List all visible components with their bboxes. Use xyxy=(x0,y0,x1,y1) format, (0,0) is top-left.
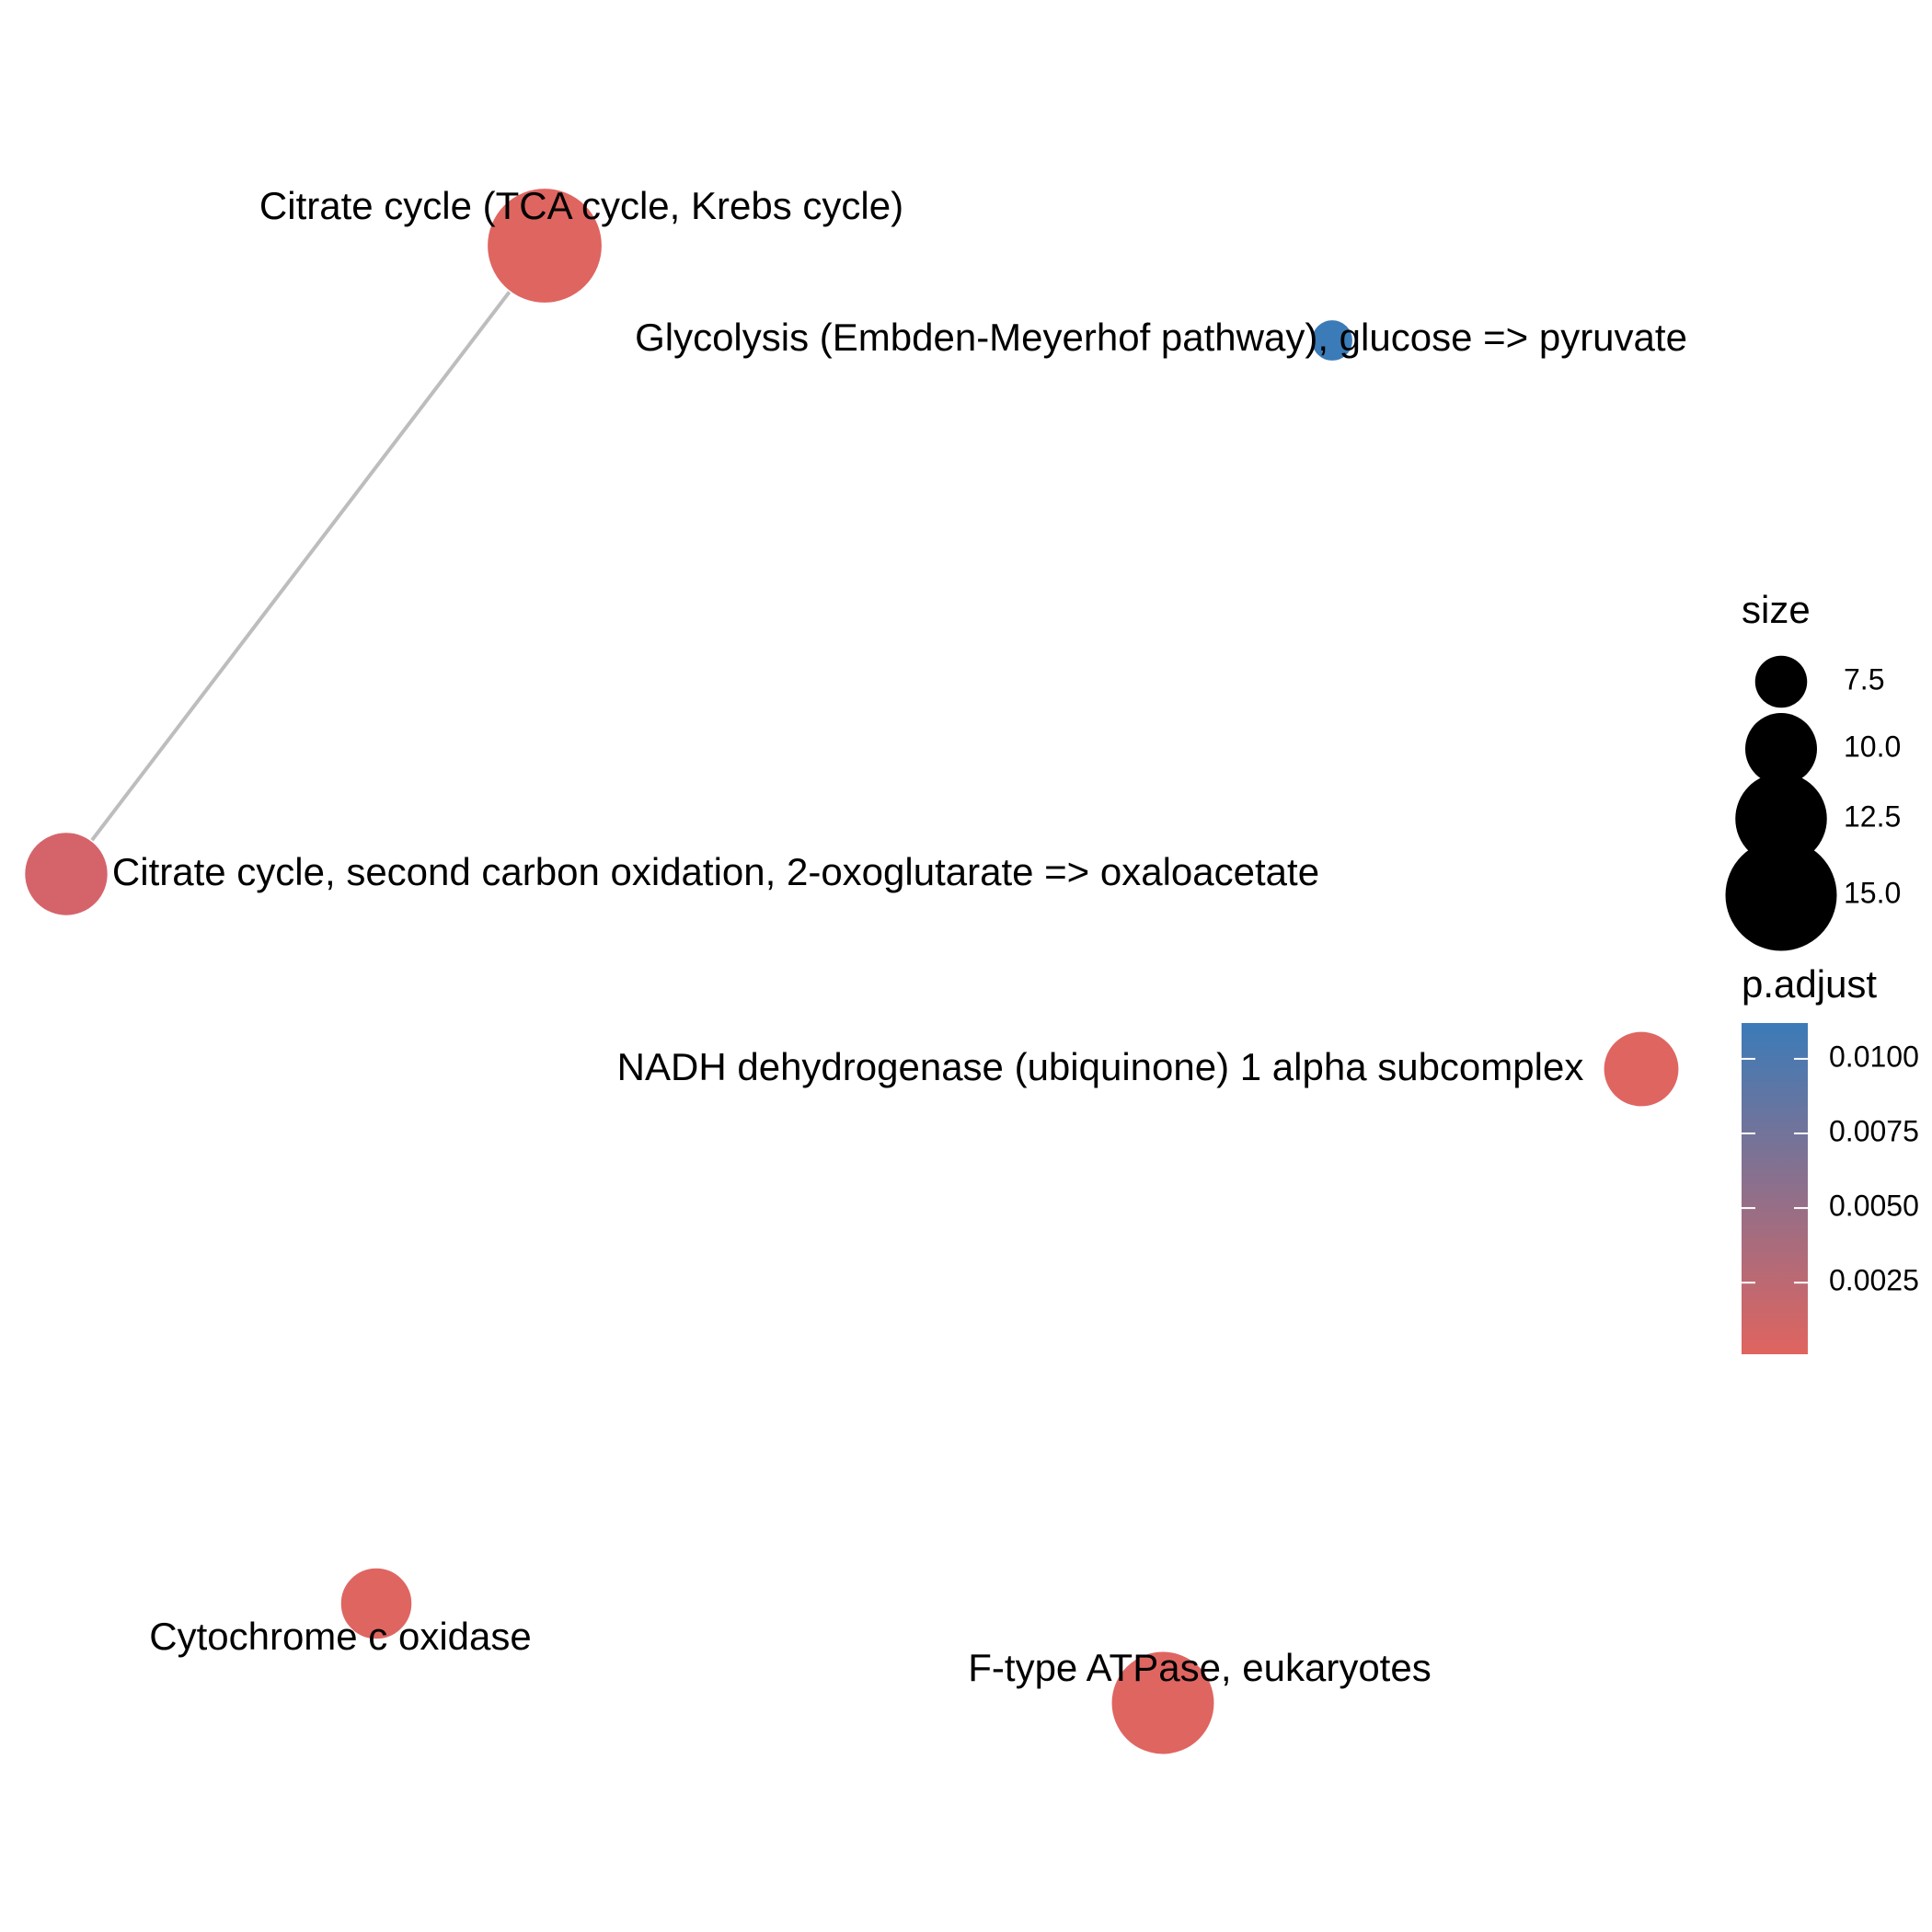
size-legend-label-0: 7.5 xyxy=(1844,662,1884,696)
network-labels: Citrate cycle (TCA cycle, Krebs cycle) Gl… xyxy=(112,184,1687,1689)
node-tca[interactable] xyxy=(486,187,604,305)
color-legend-label-2: 0.0050 xyxy=(1829,1190,1919,1223)
network-nodes xyxy=(23,187,1680,1755)
network-edges xyxy=(64,244,546,876)
node-nadh[interactable] xyxy=(1603,1030,1680,1108)
color-legend-label-0: 0.0100 xyxy=(1829,1040,1919,1073)
color-legend: 0.0100 0.0075 0.0050 0.0025 xyxy=(1742,1040,1919,1297)
node-label-atpase: F-type ATPase, eukaryotes xyxy=(968,1646,1431,1689)
size-legend: 7.5 10.0 12.5 15.0 xyxy=(1725,655,1901,951)
size-legend-key-3 xyxy=(1725,839,1837,951)
color-legend-label-1: 0.0075 xyxy=(1829,1114,1919,1147)
size-legend-key-1 xyxy=(1745,713,1817,785)
size-legend-label-1: 10.0 xyxy=(1844,730,1901,763)
node-atpase[interactable] xyxy=(1110,1650,1215,1755)
size-legend-title: size xyxy=(1742,588,1811,631)
node-glycolysis[interactable] xyxy=(1310,318,1354,362)
node-label-cox: Cytochrome c oxidase xyxy=(149,1615,532,1658)
size-legend-label-2: 12.5 xyxy=(1844,799,1901,833)
size-legend-label-3: 15.0 xyxy=(1844,876,1901,909)
node-tca2[interactable] xyxy=(23,831,109,917)
size-legend-key-0 xyxy=(1754,655,1808,708)
edge-tca-tca2 xyxy=(64,244,546,876)
color-legend-bar xyxy=(1742,1023,1808,1354)
legend: size 7.5 10.0 12.5 15.0 p.adjust 0.0100 0.00… xyxy=(1725,588,1919,1354)
color-legend-label-3: 0.0025 xyxy=(1829,1264,1919,1297)
node-label-tca2: Citrate cycle, second carbon oxidation, … xyxy=(112,850,1319,893)
node-label-glycolysis: Glycolysis (Embden-Meyerhof pathway), gl… xyxy=(635,316,1687,359)
size-legend-key-2 xyxy=(1735,773,1827,865)
color-legend-title: p.adjust xyxy=(1742,962,1877,1006)
node-label-tca: Citrate cycle (TCA cycle, Krebs cycle) xyxy=(259,184,903,227)
node-cox[interactable] xyxy=(339,1567,413,1640)
node-label-nadh: NADH dehydrogenase (ubiquinone) 1 alpha … xyxy=(617,1045,1584,1088)
